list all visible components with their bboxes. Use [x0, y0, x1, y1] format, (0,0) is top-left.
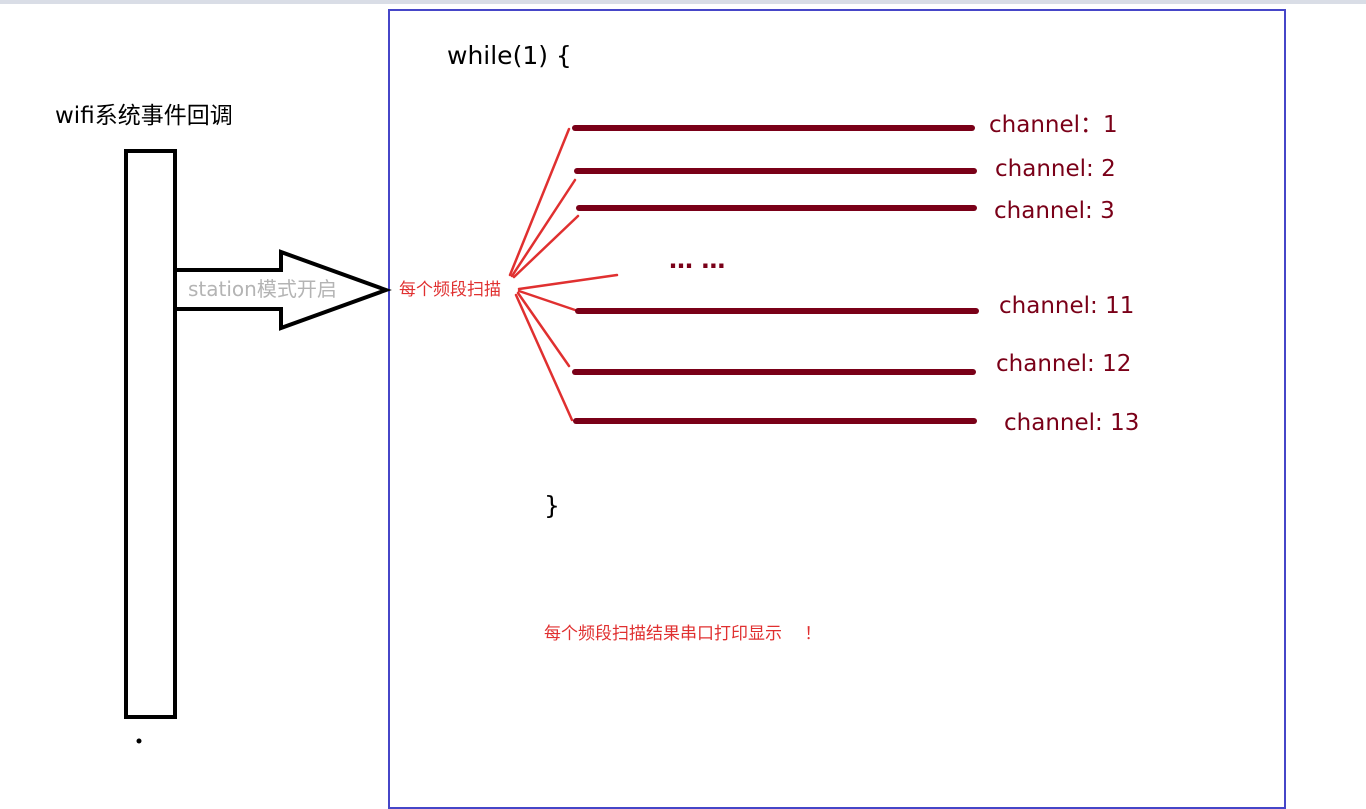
fan-line-ellipsis [517, 273, 619, 291]
event-callback-bar [124, 149, 177, 719]
fan-line-6 [514, 293, 574, 422]
event-callback-title: wifi系统事件回调 [55, 103, 233, 129]
channel-lines [572, 125, 979, 424]
scan-label: 每个频段扫描 [399, 280, 501, 300]
channel-label-13: channel: 13 [1004, 410, 1140, 436]
channel-ellipsis: … … [669, 246, 726, 274]
fan-line-2 [510, 178, 577, 278]
while-loop-close: } [544, 491, 560, 520]
station-mode-label: station模式开启 [188, 277, 337, 301]
channel-label-12: channel: 12 [996, 351, 1132, 377]
station-mode-arrow [173, 249, 392, 331]
stray-dot [136, 738, 142, 744]
channel-label-11: channel: 11 [999, 293, 1135, 319]
fan-line-5 [516, 291, 571, 368]
fan-line-4 [517, 289, 577, 312]
channel-label-3: channel: 3 [994, 198, 1115, 224]
footer-note: 每个频段扫描结果串口打印显示 ！ [544, 624, 822, 644]
channel-label-1: channel：1 [989, 112, 1118, 138]
while-loop-open: while(1) { [447, 41, 572, 70]
fan-line-1 [508, 127, 571, 277]
window-top-strip [0, 0, 1366, 4]
scan-fan-lines [508, 127, 619, 422]
channel-label-2: channel: 2 [995, 156, 1116, 182]
fan-line-3 [512, 214, 580, 279]
